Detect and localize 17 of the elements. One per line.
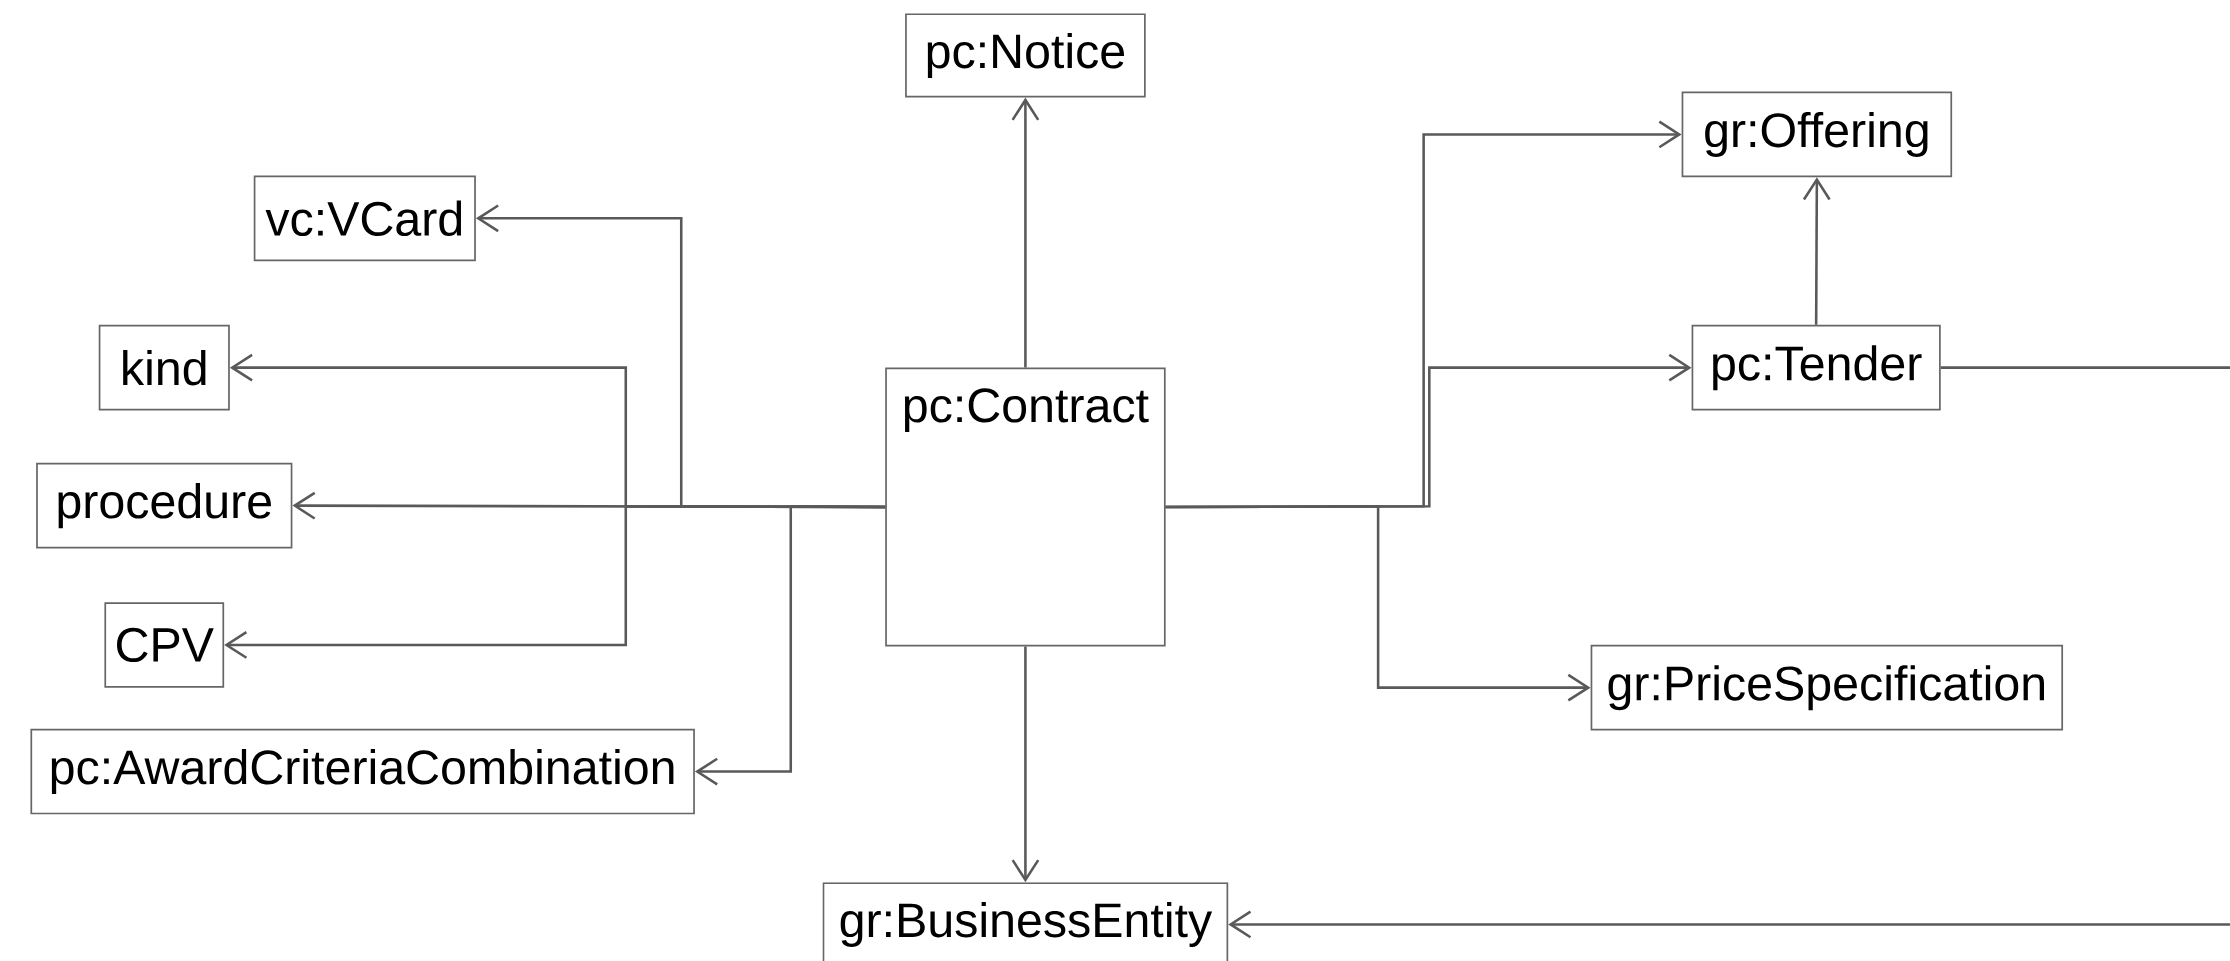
arrow (1228, 366, 2230, 939)
arrow (1011, 646, 1040, 883)
class-box: pc:Contract (885, 367, 1166, 647)
arrow (694, 504, 886, 786)
class-box: gr:BusinessEntity (822, 882, 1229, 961)
class-box: CPV (104, 601, 225, 688)
arrow (1011, 97, 1040, 368)
class-box: vc:VCard (253, 175, 476, 261)
arrow (1802, 177, 1831, 325)
class-box: pc:AwardCriteriaCombination (30, 728, 695, 815)
class-box: pc:Notice (905, 13, 1146, 98)
class-box: pc:Tender (1691, 324, 1941, 411)
class-box: procedure (36, 462, 293, 549)
arrow (1165, 504, 1591, 702)
class-box: kind (98, 324, 230, 411)
class-box: gr:PriceSpecification (1590, 644, 2064, 731)
class-box: gr:Offering (1681, 91, 1953, 177)
